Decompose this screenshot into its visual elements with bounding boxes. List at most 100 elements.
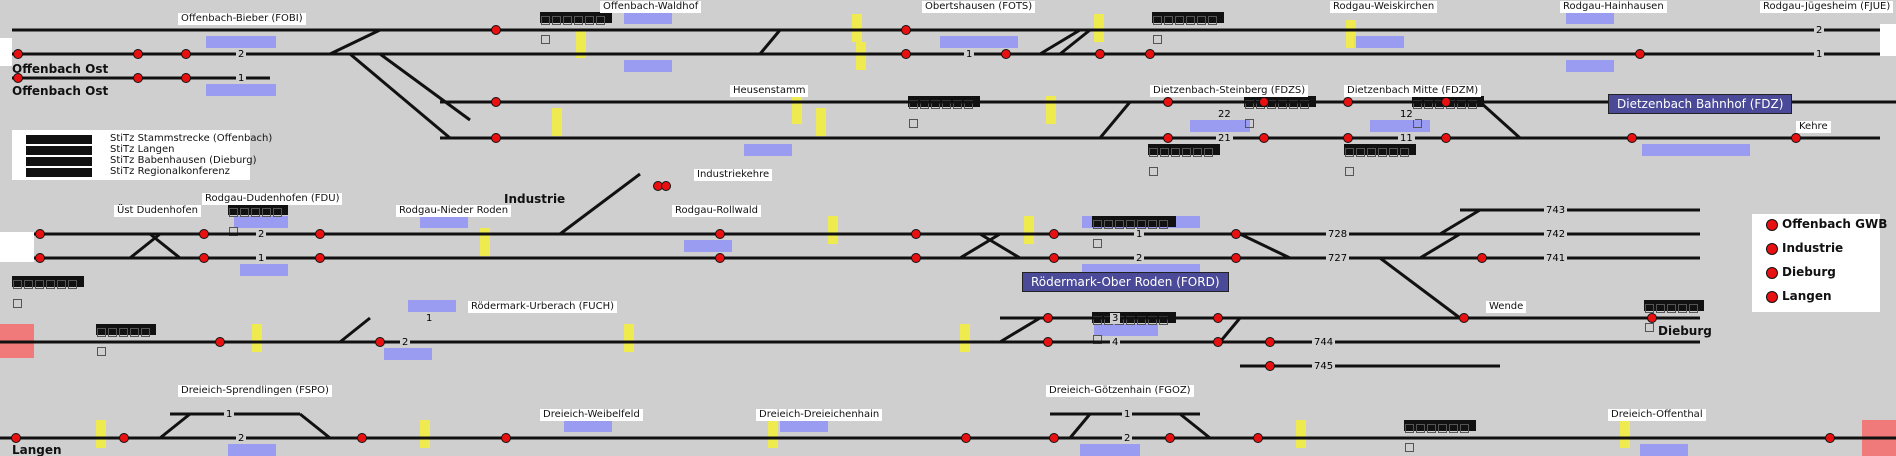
signal-icon[interactable] [491, 133, 501, 143]
signal-icon[interactable] [181, 73, 191, 83]
signal-icon[interactable] [1253, 433, 1263, 443]
signal-icon[interactable] [1043, 337, 1053, 347]
signal-icon[interactable] [1259, 133, 1269, 143]
track-crossover[interactable] [959, 232, 1001, 260]
signal-icon[interactable] [1459, 313, 1469, 323]
signal-icon[interactable] [491, 25, 501, 35]
track-crossover[interactable] [758, 29, 782, 55]
track-crossover[interactable] [559, 172, 641, 236]
signal-icon[interactable] [491, 97, 501, 107]
track-crossover[interactable] [379, 52, 471, 122]
signal-icon[interactable] [11, 433, 21, 443]
key-item-industrie[interactable]: Industrie [1782, 241, 1844, 255]
track-crossover[interactable] [159, 412, 191, 440]
track-crossover[interactable] [329, 28, 381, 56]
signal-icon[interactable] [1231, 253, 1241, 263]
signal-key-panel: Offenbach GWB Industrie Dieburg Langen [1752, 214, 1887, 312]
signal-icon[interactable] [1049, 229, 1059, 239]
track-number: 22 [1216, 109, 1233, 120]
signal-icon[interactable] [215, 337, 225, 347]
track-crossover[interactable] [979, 232, 1021, 260]
signal-icon[interactable] [911, 229, 921, 239]
track-crossover[interactable] [1379, 256, 1461, 320]
signal-icon[interactable] [1259, 97, 1269, 107]
signal-icon[interactable] [199, 229, 209, 239]
signal-icon[interactable] [501, 433, 511, 443]
signal-icon[interactable] [1095, 49, 1105, 59]
track-crossover[interactable] [149, 232, 181, 260]
track-crossover[interactable] [1218, 317, 1242, 343]
signal-icon[interactable] [1343, 97, 1353, 107]
key-item-langen[interactable]: Langen [1782, 289, 1832, 303]
signal-icon[interactable] [1647, 313, 1657, 323]
station-label-uest-dudenhofen: Üst Dudenhofen [114, 205, 201, 217]
signal-icon[interactable] [315, 253, 325, 263]
track-crossover[interactable] [1439, 208, 1481, 236]
signal-icon[interactable] [357, 433, 367, 443]
track-number: 4 [1110, 337, 1121, 348]
big-label-industrie: Industrie [504, 192, 566, 206]
yellow-marker [96, 420, 106, 448]
signal-icon[interactable] [901, 25, 911, 35]
signal-icon[interactable] [315, 229, 325, 239]
signal-icon[interactable] [13, 73, 23, 83]
track-crossover[interactable] [299, 412, 331, 440]
signal-icon[interactable] [1791, 133, 1801, 143]
signal-icon[interactable] [1627, 133, 1637, 143]
signal-icon[interactable] [1163, 133, 1173, 143]
yellow-marker [1094, 14, 1104, 42]
track-crossover[interactable] [1098, 101, 1132, 139]
signal-icon[interactable] [1145, 49, 1155, 59]
signal-icon[interactable] [1049, 253, 1059, 263]
signal-icon[interactable] [1001, 49, 1011, 59]
track-crossover[interactable] [1068, 413, 1092, 439]
track-crossover[interactable] [1039, 28, 1081, 56]
signal-icon[interactable] [1049, 433, 1059, 443]
signal-icon[interactable] [35, 253, 45, 263]
signal-icon[interactable] [901, 49, 911, 59]
yellow-marker [828, 216, 838, 244]
track-crossover[interactable] [1239, 232, 1291, 260]
signal-icon[interactable] [1825, 433, 1835, 443]
signal-icon[interactable] [661, 181, 671, 191]
track-crossover[interactable] [1179, 412, 1211, 440]
key-item-offenbach-gwb[interactable]: Offenbach GWB [1782, 217, 1888, 231]
track-crossover[interactable] [1419, 232, 1461, 260]
signal-icon[interactable] [1635, 49, 1645, 59]
signal-icon[interactable] [1441, 133, 1451, 143]
signal-icon[interactable] [715, 229, 725, 239]
signal-icon[interactable] [1165, 433, 1175, 443]
signal-icon[interactable] [35, 229, 45, 239]
track-crossover[interactable] [1059, 28, 1091, 56]
track-crossover[interactable] [339, 316, 371, 344]
signal-icon[interactable] [119, 433, 129, 443]
signal-icon[interactable] [133, 73, 143, 83]
signal-icon[interactable] [1477, 253, 1487, 263]
station-label-rodgau-juegesheim: Rodgau-Jügesheim (FJUE) [1760, 1, 1894, 13]
signal-icon[interactable] [199, 253, 209, 263]
signal-icon[interactable] [1213, 337, 1223, 347]
signal-icon[interactable] [911, 253, 921, 263]
signal-icon[interactable] [375, 337, 385, 347]
signal-icon[interactable] [961, 433, 971, 443]
signal-icon[interactable] [715, 253, 725, 263]
signal-icon[interactable] [1265, 337, 1275, 347]
signal-icon[interactable] [1213, 313, 1223, 323]
platform [684, 240, 732, 252]
signal-icon[interactable] [1231, 229, 1241, 239]
signal-icon[interactable] [1043, 313, 1053, 323]
header-dietzenbach-bahnhof: Dietzenbach Bahnhof (FDZ) [1608, 94, 1793, 114]
track-crossover[interactable] [1478, 100, 1522, 140]
track-crossover[interactable] [349, 52, 451, 140]
signal-icon[interactable] [133, 49, 143, 59]
signal-icon[interactable] [181, 49, 191, 59]
signal-icon[interactable] [1343, 133, 1353, 143]
signal-icon[interactable] [1265, 361, 1275, 371]
legend-item: StiTz Regionalkonferenz [110, 166, 230, 177]
signal-icon[interactable] [1441, 97, 1451, 107]
key-item-dieburg[interactable]: Dieburg [1782, 265, 1836, 279]
platform [1190, 120, 1250, 132]
signal-icon[interactable] [1163, 97, 1173, 107]
signal-icon[interactable] [13, 49, 23, 59]
track-crossover[interactable] [999, 316, 1041, 344]
